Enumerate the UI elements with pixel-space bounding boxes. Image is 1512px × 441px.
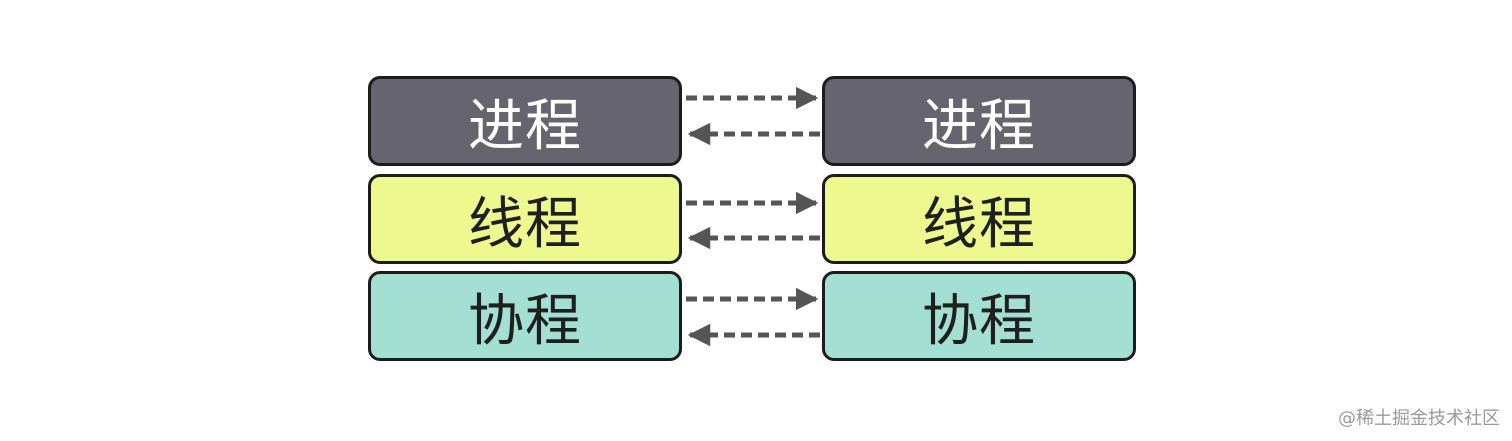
left-coroutine-label: 协程 (468, 288, 582, 354)
left-process-box: 进程 (368, 76, 682, 166)
right-coroutine-box: 协程 (822, 271, 1136, 361)
right-process-box: 进程 (822, 76, 1136, 166)
right-thread-label: 线程 (922, 191, 1036, 257)
watermark: @稀土掘金技术社区 (1338, 408, 1500, 429)
right-process-label: 进程 (922, 93, 1036, 159)
left-thread-box: 线程 (368, 174, 682, 264)
left-process-label: 进程 (468, 93, 582, 159)
left-coroutine-box: 协程 (368, 271, 682, 361)
right-thread-box: 线程 (822, 174, 1136, 264)
right-coroutine-label: 协程 (922, 288, 1036, 354)
left-thread-label: 线程 (468, 191, 582, 257)
